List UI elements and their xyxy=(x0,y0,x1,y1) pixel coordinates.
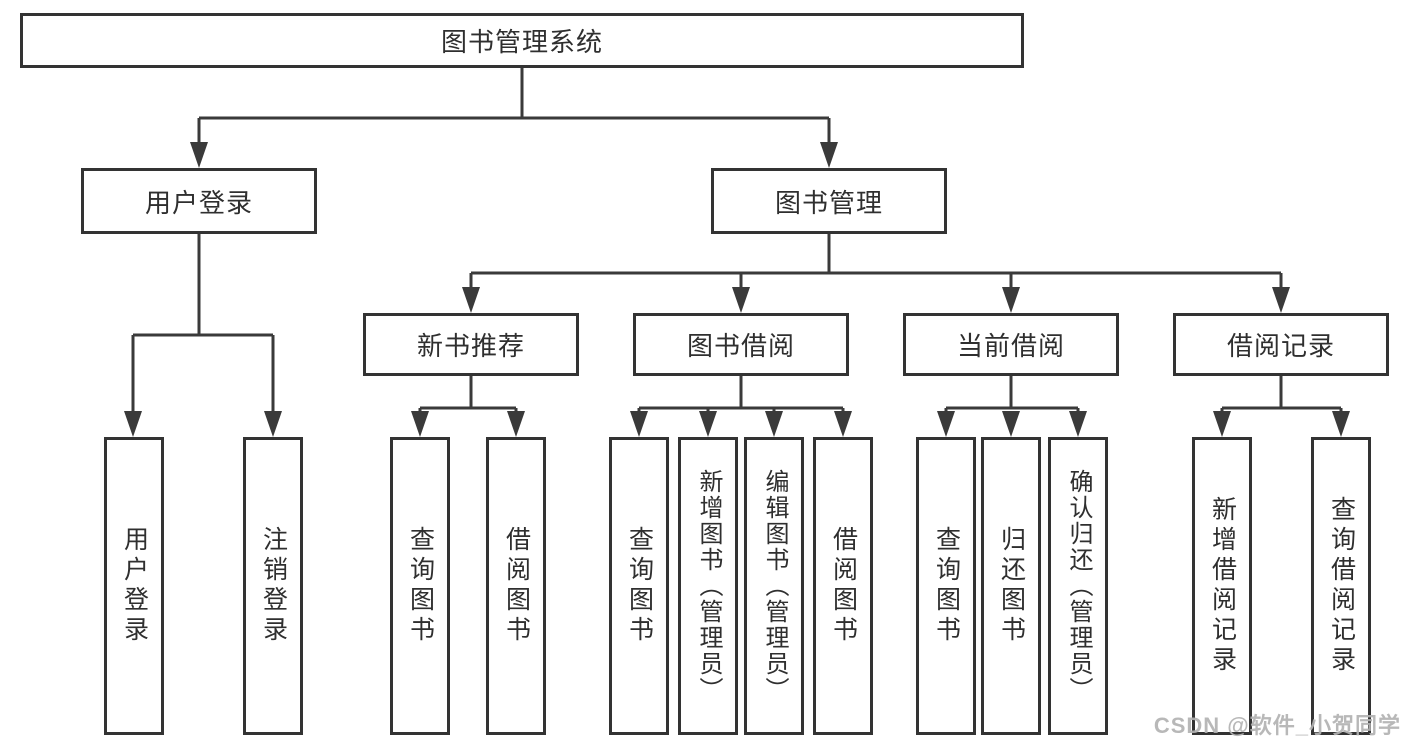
arrow-down-icon xyxy=(1272,287,1290,313)
csdn-watermark: CSDN @软件_小贺同学 xyxy=(1153,713,1401,738)
arrow-down-icon xyxy=(1069,411,1087,437)
node-label: 编辑图书（管理员） xyxy=(761,469,788,703)
node-label: 新增图书（管理员） xyxy=(695,469,722,703)
arrow-down-icon xyxy=(937,411,955,437)
leaf-query-book-recommend: 查询图书 xyxy=(390,437,450,735)
node-label: 借阅图书 xyxy=(502,526,531,646)
connector-current-borrow-children xyxy=(944,376,1080,416)
node-book-management: 图书管理 xyxy=(711,168,947,234)
connector-book-borrow-children xyxy=(637,376,845,416)
leaf-borrow-book-recommend: 借阅图书 xyxy=(486,437,546,735)
node-borrow-record: 借阅记录 xyxy=(1173,313,1389,376)
leaf-query-book-current: 查询图书 xyxy=(916,437,976,735)
connector-new-book-recommend-children xyxy=(418,376,518,416)
arrow-down-icon xyxy=(1002,411,1020,437)
arrow-down-icon xyxy=(462,287,480,313)
arrow-down-icon xyxy=(699,411,717,437)
node-label: 用户登录 xyxy=(144,187,253,218)
connector-user-login-children xyxy=(131,234,275,416)
arrow-down-icon xyxy=(732,287,750,313)
node-root: 图书管理系统 xyxy=(20,13,1024,68)
node-new-book-recommend: 新书推荐 xyxy=(363,313,579,376)
node-label: 查询图书 xyxy=(932,526,961,646)
node-label: 图书管理系统 xyxy=(440,27,603,57)
connector-root-to-level2 xyxy=(197,68,831,147)
node-label: 图书管理 xyxy=(774,187,883,218)
arrow-down-icon xyxy=(507,411,525,437)
arrow-down-icon xyxy=(1213,411,1231,437)
node-label: 新书推荐 xyxy=(416,331,525,361)
node-book-borrow: 图书借阅 xyxy=(633,313,849,376)
node-user-login: 用户登录 xyxy=(81,168,317,234)
node-label: 注销登录 xyxy=(259,526,288,646)
arrow-down-icon xyxy=(820,142,838,168)
leaf-borrow-book: 借阅图书 xyxy=(813,437,873,735)
node-current-borrow: 当前借阅 xyxy=(903,313,1119,376)
arrow-down-icon xyxy=(190,142,208,168)
node-label: 借阅记录 xyxy=(1226,331,1335,361)
leaf-add-borrow-record: 新增借阅记录 xyxy=(1192,437,1252,735)
leaf-query-borrow-record: 查询借阅记录 xyxy=(1311,437,1371,735)
node-label: 图书借阅 xyxy=(686,331,795,361)
arrow-down-icon xyxy=(630,411,648,437)
arrow-down-icon xyxy=(124,411,142,437)
node-label: 借阅图书 xyxy=(829,526,858,646)
arrow-down-icon xyxy=(834,411,852,437)
arrow-down-icon xyxy=(264,411,282,437)
leaf-edit-book-admin: 编辑图书（管理员） xyxy=(744,437,804,735)
connector-book-management-children xyxy=(469,234,1283,292)
leaf-user-login: 用户登录 xyxy=(104,437,164,735)
node-label: 查询图书 xyxy=(406,526,435,646)
arrow-down-icon xyxy=(765,411,783,437)
connector-borrow-record-children xyxy=(1220,376,1343,416)
leaf-return-book: 归还图书 xyxy=(981,437,1041,735)
node-label: 用户登录 xyxy=(120,526,149,646)
leaf-confirm-return-admin: 确认归还（管理员） xyxy=(1048,437,1108,735)
node-label: 新增借阅记录 xyxy=(1208,496,1237,676)
node-label: 查询借阅记录 xyxy=(1327,496,1356,676)
node-label: 当前借阅 xyxy=(956,331,1065,361)
leaf-logout: 注销登录 xyxy=(243,437,303,735)
arrow-down-icon xyxy=(411,411,429,437)
node-label: 查询图书 xyxy=(625,526,654,646)
arrow-down-icon xyxy=(1002,287,1020,313)
leaf-add-book-admin: 新增图书（管理员） xyxy=(678,437,738,735)
node-label: 确认归还（管理员） xyxy=(1065,469,1092,703)
node-label: 归还图书 xyxy=(997,526,1026,646)
leaf-query-book-borrow: 查询图书 xyxy=(609,437,669,735)
arrow-down-icon xyxy=(1332,411,1350,437)
